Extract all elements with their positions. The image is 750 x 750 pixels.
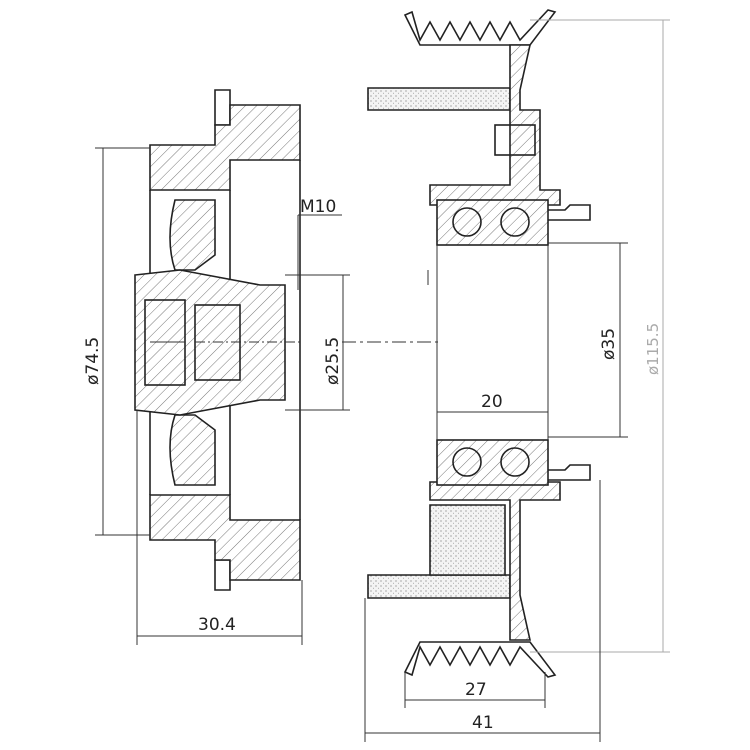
bore-diameter-label: ø25.5	[323, 337, 343, 385]
pulley-diameter-label: ø115.5	[644, 323, 662, 375]
bearing-diameter-label: ø35	[599, 328, 619, 360]
dimension-hub-width: 30.4	[136, 410, 303, 645]
dimension-outer-diameter: ø74.5	[83, 147, 150, 536]
dimension-bearing-width: 20	[436, 245, 549, 440]
dimension-bearing-diameter: ø35	[548, 242, 628, 438]
dimension-groove-width: 27	[404, 672, 546, 708]
outer-diameter-label: ø74.5	[83, 337, 103, 385]
thread-callout: M10	[297, 197, 342, 290]
thread-label: M10	[300, 197, 336, 217]
bearing-width-label: 20	[481, 392, 503, 412]
hub-width-label: 30.4	[198, 615, 236, 635]
clutch-hub-section	[134, 89, 301, 591]
dimension-overall-width: 41	[364, 480, 601, 742]
groove-width-label: 27	[465, 680, 487, 700]
dimension-bore-diameter: ø25.5	[285, 274, 350, 411]
dimension-pulley-diameter: ø115.5	[644, 20, 664, 652]
overall-width-label: 41	[472, 713, 494, 733]
pulley-section	[342, 9, 670, 678]
